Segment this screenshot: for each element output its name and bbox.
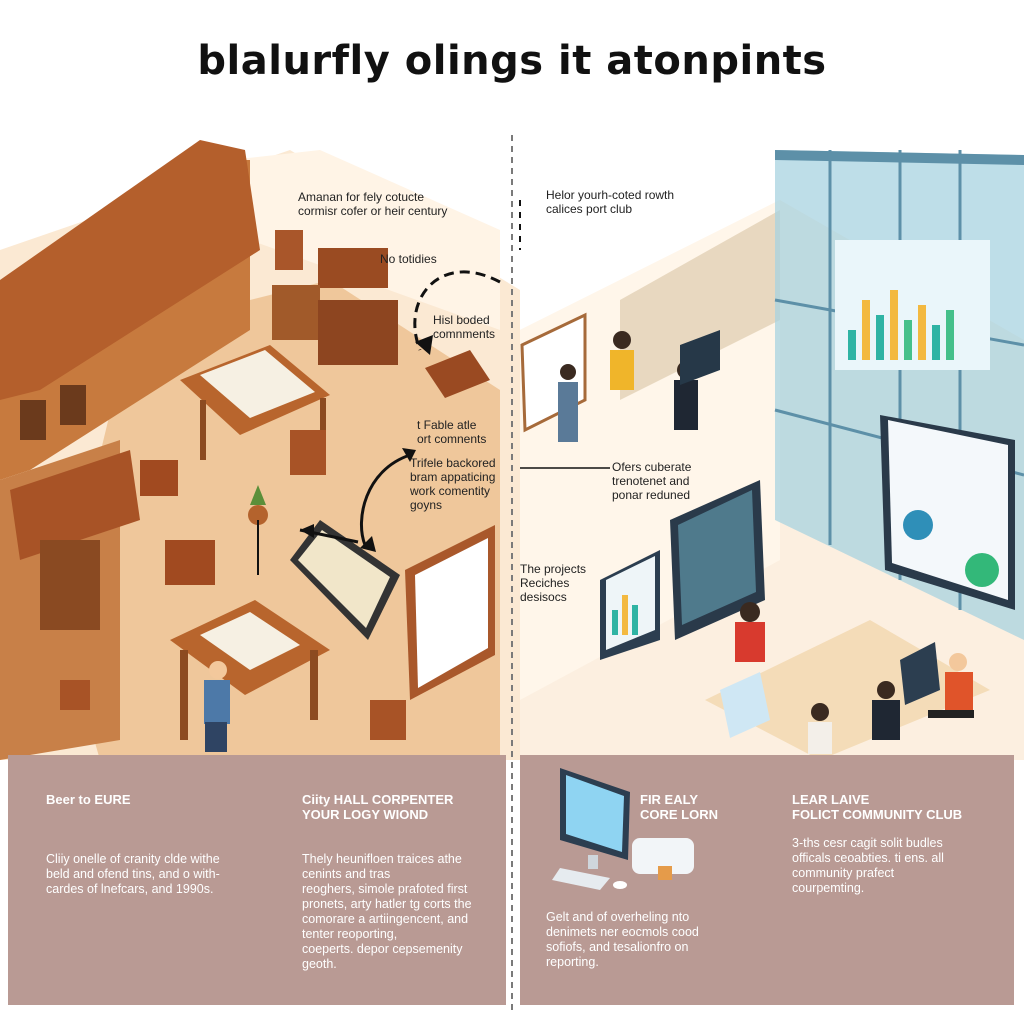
left-info-panel-bg (8, 755, 506, 1005)
right-label-top-note: Helor yourh-coted rowth calices port clu… (546, 188, 675, 216)
left-label-fable: t Fable atle ort comnents (417, 418, 487, 446)
right-panel-col2-title: LEAR LAIVE FOLICT COMMUNITY CLUB (792, 792, 963, 822)
left-panel-col1-body: Cliiy onelle of cranity clde withe beld … (46, 852, 220, 896)
arrow-heads (300, 335, 433, 552)
right-label-projects: The projects Reciches desisocs (520, 562, 587, 604)
left-panel-col1-title: Beer to EURE (46, 792, 131, 807)
left-panel-col2-title: Ciity HALL CORPENTER YOUR LOGY WIOND (302, 792, 454, 822)
left-label-top-note: Amanan for fely cotucte cormisr cofer or… (298, 190, 448, 218)
right-panel-col1-body: Gelt and of overheling nto denimets ner … (546, 910, 699, 969)
left-label-trifele: Trifele backored bram appaticing work co… (410, 456, 496, 512)
page-title: blalurfly olings it atonpints (197, 38, 827, 84)
right-panel-col1-title: FIR EALY CORE LORN (640, 792, 718, 822)
left-label-no-toties: No totidies (380, 252, 437, 266)
right-panel-col2-body: 3-ths cesr cagit solit budles officals c… (792, 836, 944, 895)
left-old-community-room (0, 140, 520, 760)
left-label-hist-boded: Hisl boded comnments (433, 313, 496, 341)
right-label-ofers: Ofers cuberate trenotenet and ponar redu… (612, 460, 692, 502)
computer-monitor-icon (552, 768, 694, 890)
left-panel-col2-body: Thely heunifloen traices athe cenints an… (302, 852, 472, 971)
right-modern-office (520, 150, 1024, 760)
